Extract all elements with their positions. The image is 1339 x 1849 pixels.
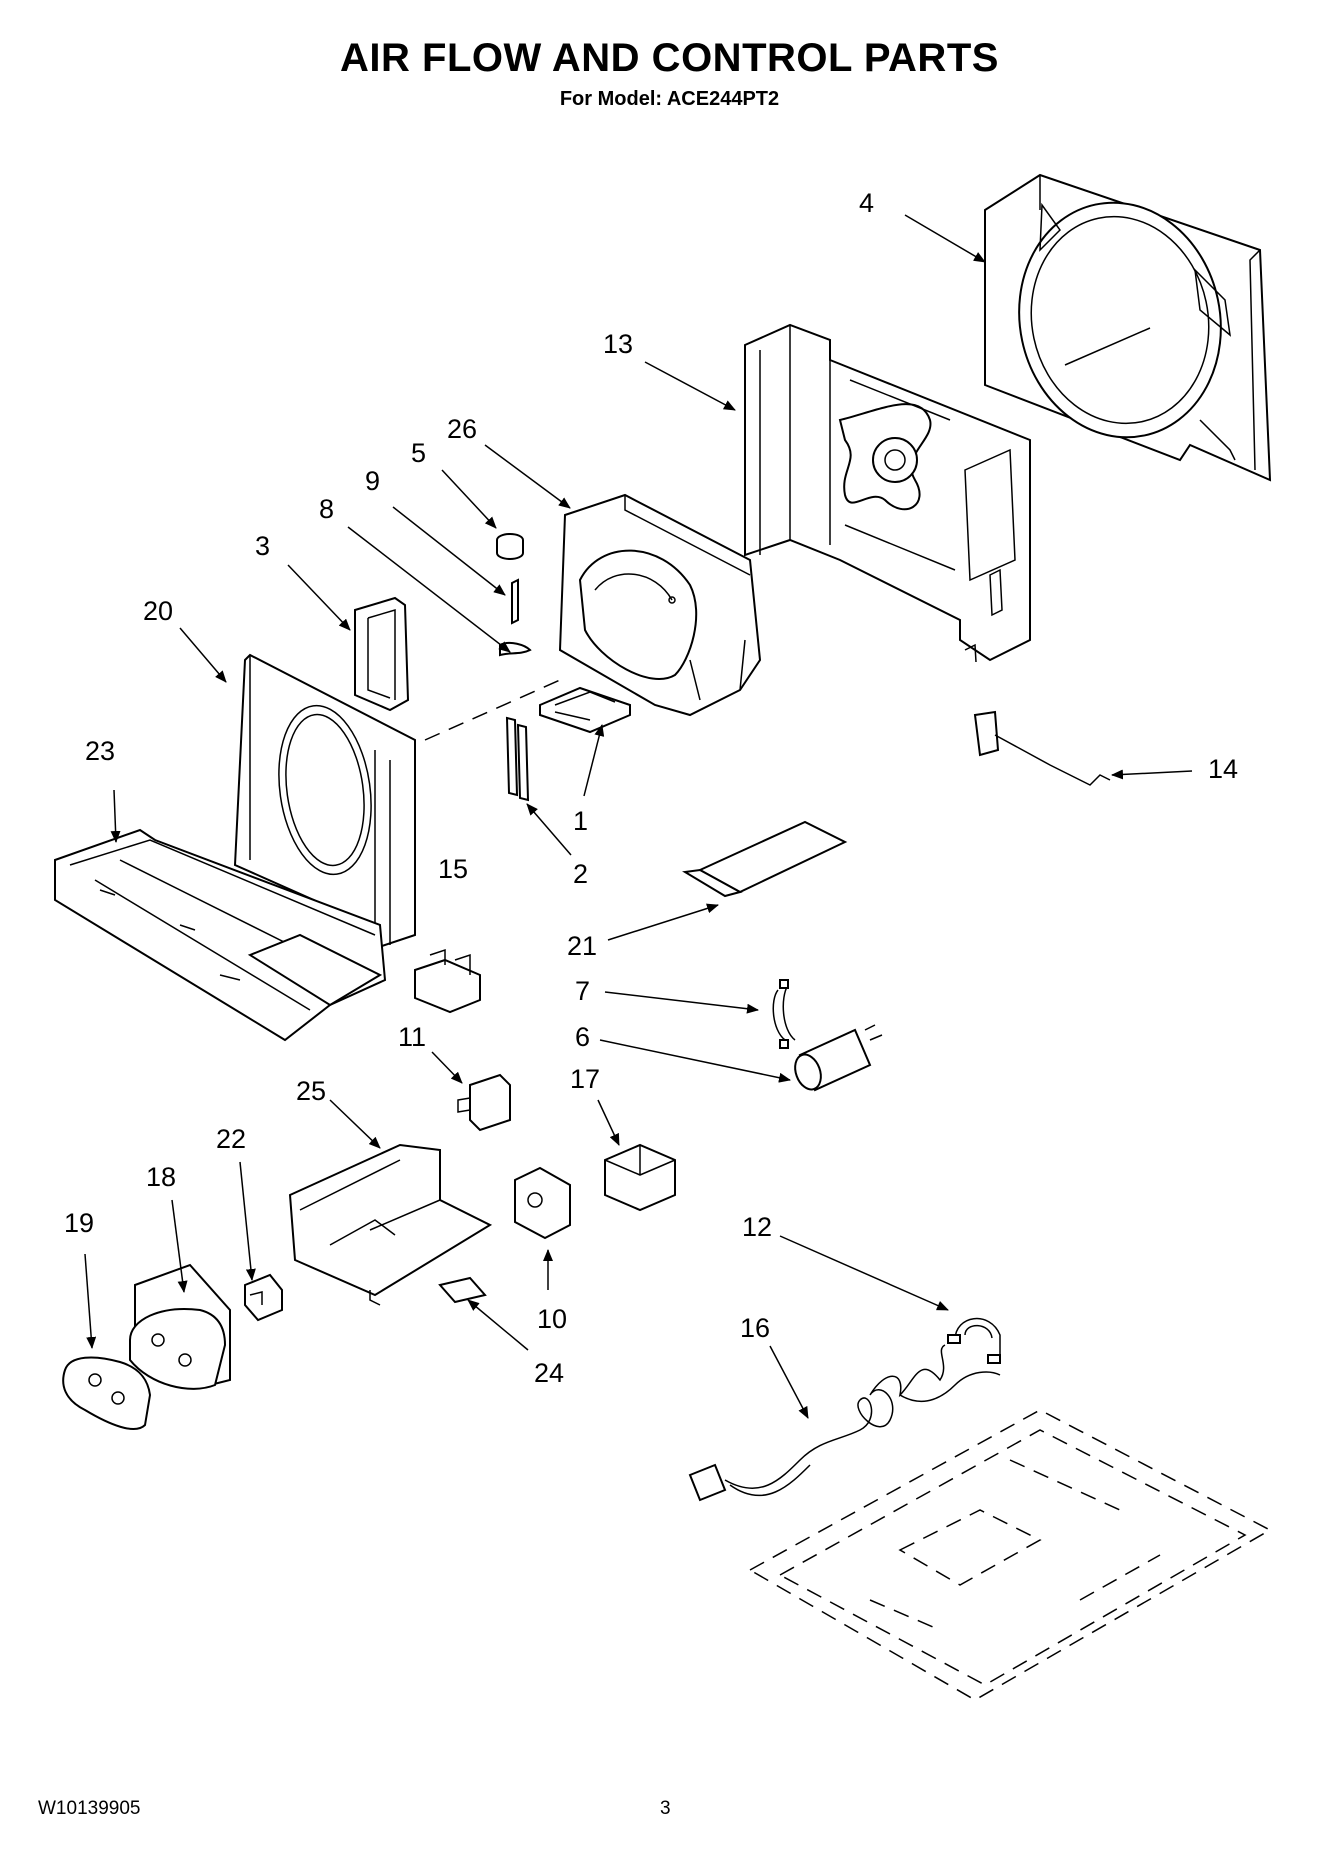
callout-19: 19 [64, 1208, 94, 1238]
base-pan-outline [748, 1409, 1272, 1701]
callout-4: 4 [859, 188, 874, 218]
page-number: 3 [660, 1798, 671, 1819]
part-15-terminal [414, 948, 481, 1014]
part-12-clamp [947, 1318, 1001, 1364]
callout-13: 13 [603, 329, 633, 359]
part-26-blower-housing [558, 493, 762, 717]
part-20-partition [233, 653, 416, 952]
part-16-power-cord [688, 1344, 1001, 1502]
part-23-base-pan [54, 828, 387, 1042]
callout-22: 22 [216, 1124, 246, 1154]
callout-21: 21 [567, 931, 597, 961]
callout-20: 20 [143, 596, 173, 626]
callout-12: 12 [742, 1212, 772, 1242]
part-14-sensor [973, 710, 1111, 786]
part-11-switch [457, 1073, 511, 1132]
callout-11: 11 [398, 1022, 426, 1052]
document-number: W10139905 [38, 1798, 141, 1819]
callout-3: 3 [255, 531, 270, 561]
part-10-control [514, 1166, 571, 1240]
callout-16: 16 [740, 1313, 770, 1343]
callout-8: 8 [319, 494, 334, 524]
part-25-control-box [288, 1143, 493, 1306]
part-2-strip [505, 716, 530, 802]
callout-23: 23 [85, 736, 115, 766]
callout-18: 18 [146, 1162, 176, 1192]
callout-14: 14 [1208, 754, 1238, 784]
callout-labels: 4 13 26 5 9 8 3 20 23 14 1 2 15 21 7 6 1… [64, 188, 1238, 1388]
part-4-shroud [984, 173, 1272, 482]
callout-10: 10 [537, 1304, 567, 1334]
part-24-label [438, 1276, 487, 1304]
callout-25: 25 [296, 1076, 326, 1106]
part-13-bracket [744, 323, 1031, 663]
callout-15: 15 [438, 854, 468, 884]
callout-7: 7 [575, 976, 590, 1006]
model-subtitle: For Model: ACE244PT2 [559, 88, 780, 110]
page-title: AIR FLOW AND CONTROL PARTS [340, 36, 999, 80]
part-21-cover [682, 820, 848, 898]
part-19-plate [62, 1356, 152, 1430]
callout-24: 24 [534, 1358, 564, 1388]
part-17-relay [604, 1143, 676, 1212]
leader-arrows [84, 214, 1193, 1419]
callout-9: 9 [365, 466, 380, 496]
part-22-connector [244, 1273, 283, 1322]
callout-26: 26 [447, 414, 477, 444]
part-7-strap [772, 979, 796, 1049]
part-9-clip [511, 578, 519, 625]
part-1-bracket [539, 686, 631, 734]
part-5-knob [496, 533, 524, 560]
callout-5: 5 [411, 438, 426, 468]
part-6-capacitor [794, 1024, 883, 1092]
callout-17: 17 [570, 1064, 600, 1094]
part-8-spring [499, 641, 532, 657]
part-18-bezel [129, 1263, 231, 1390]
part-3-bracket [354, 596, 410, 712]
callout-6: 6 [575, 1022, 590, 1052]
callout-2: 2 [573, 859, 588, 889]
callout-1: 1 [573, 806, 588, 836]
